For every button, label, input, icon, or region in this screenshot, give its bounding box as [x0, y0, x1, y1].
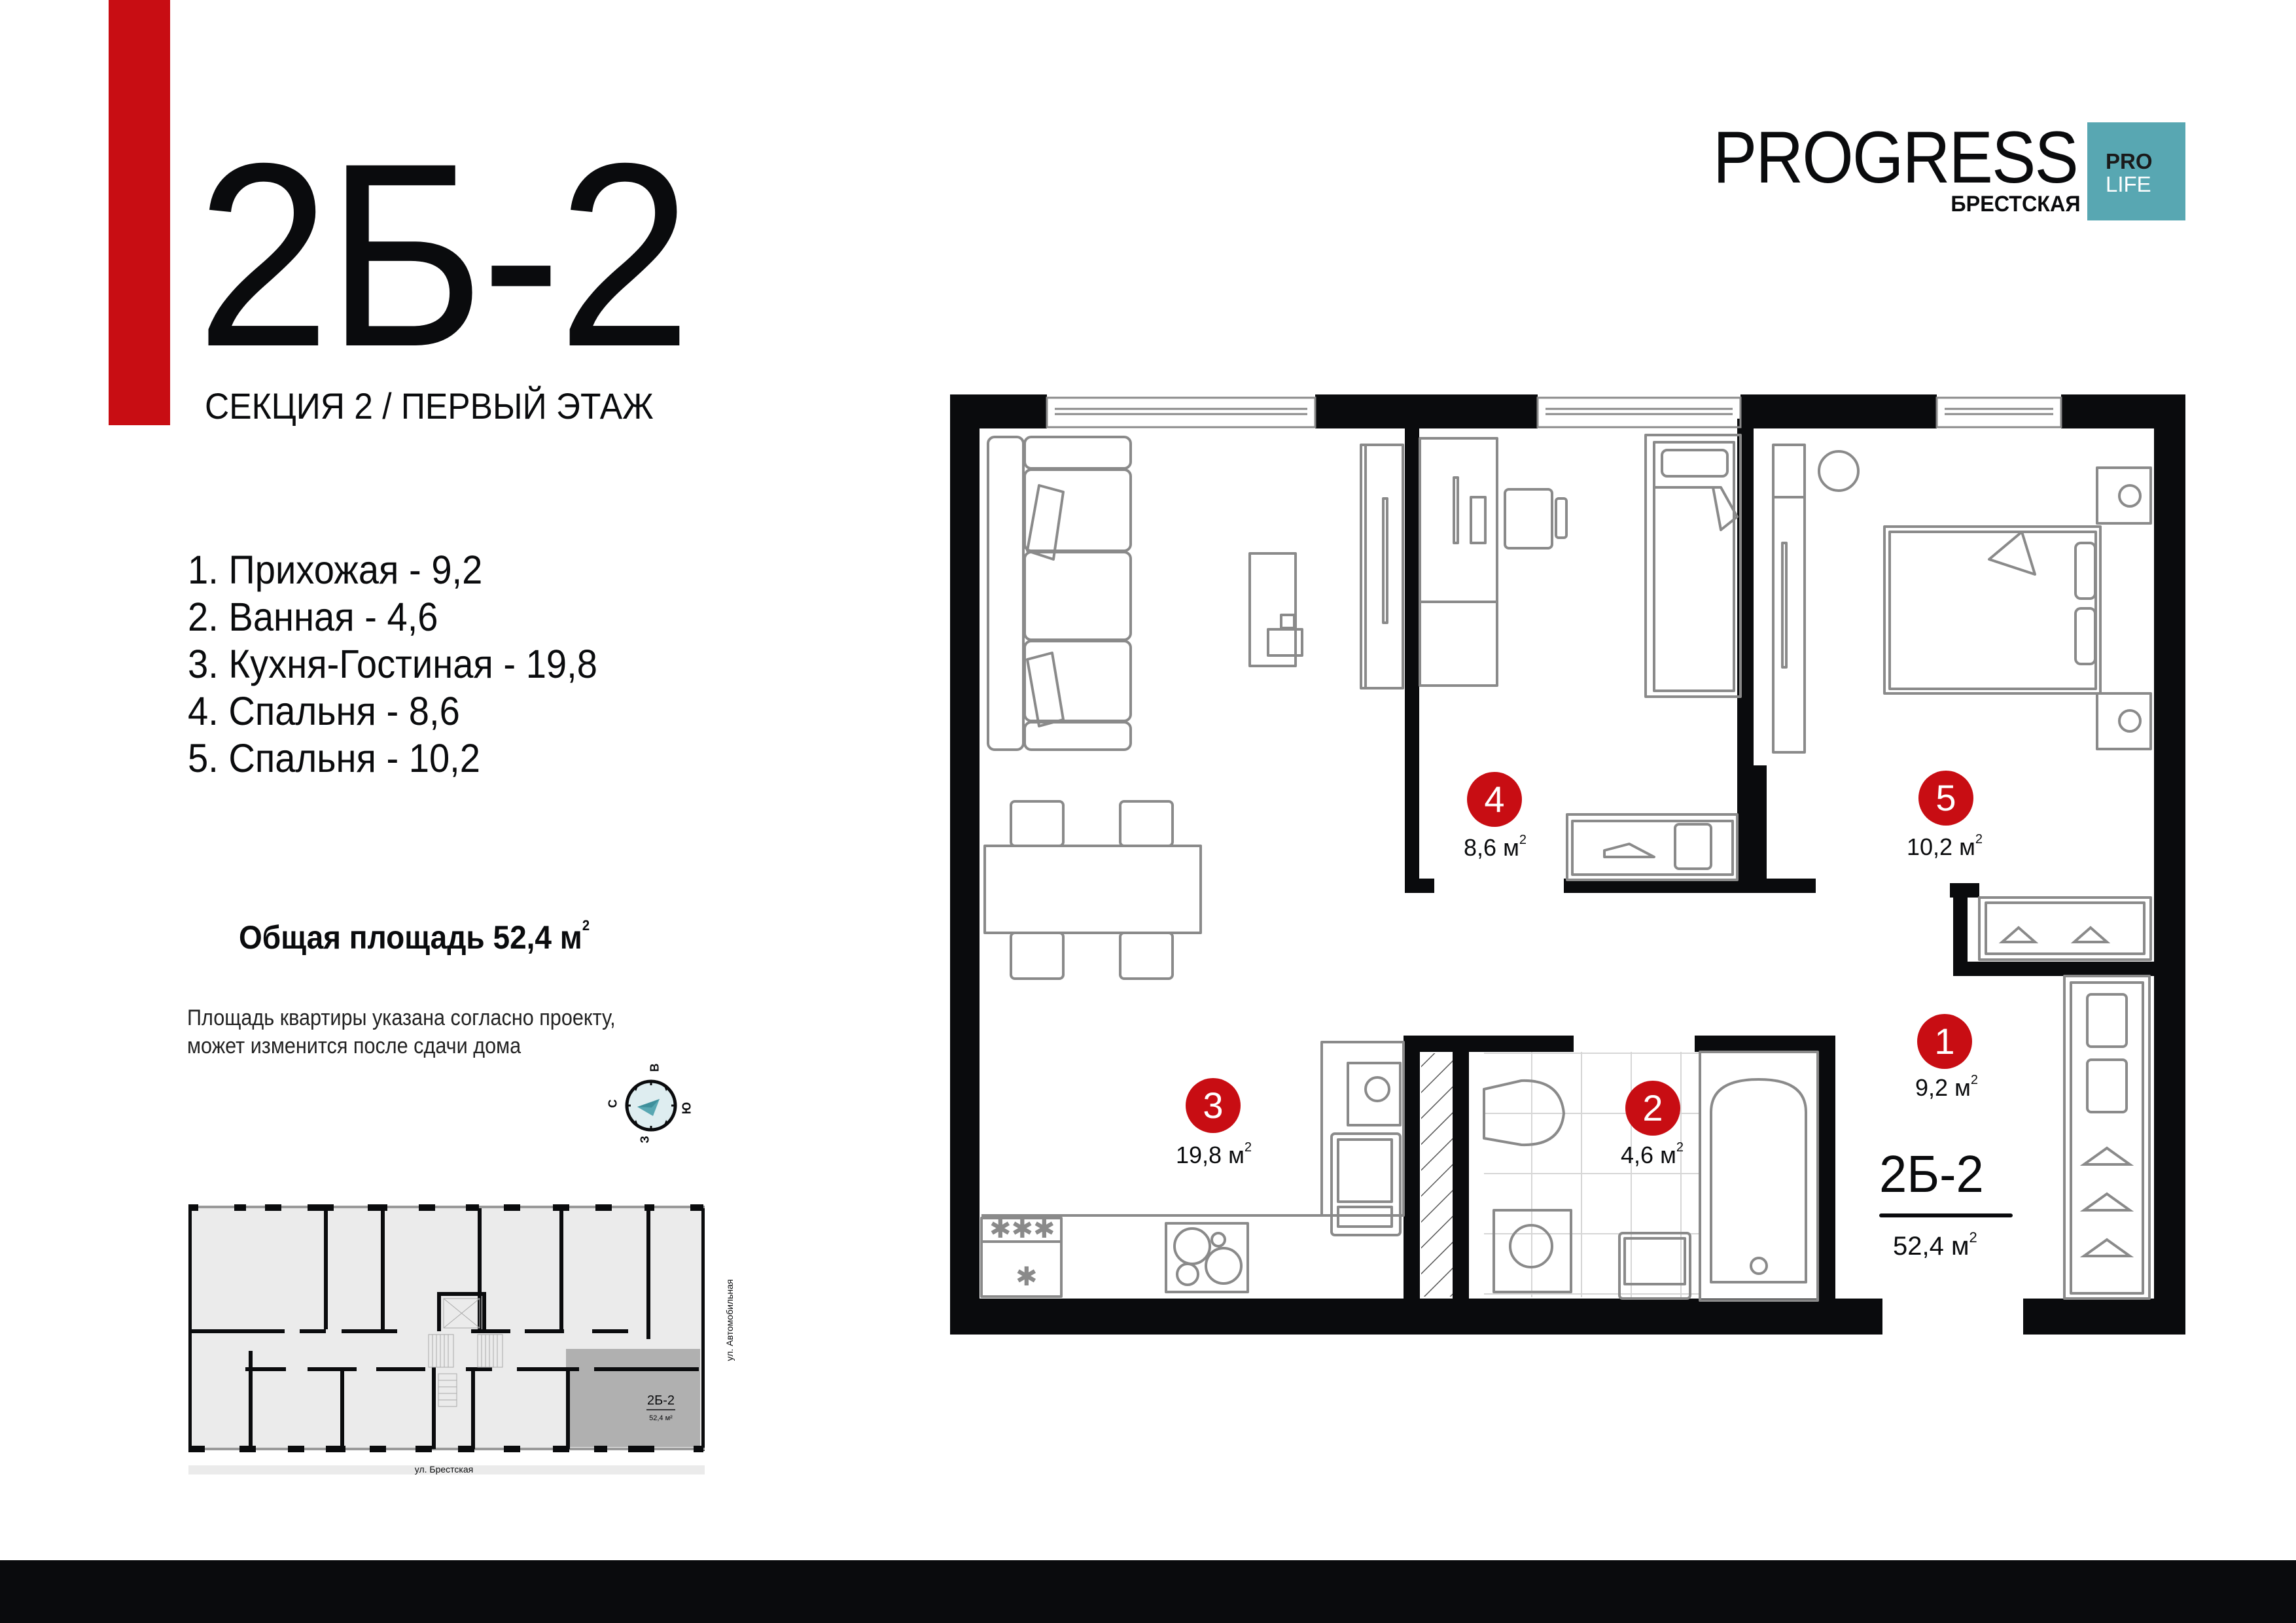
hanger-icon: [2079, 1192, 2134, 1212]
room-area-1: 9,2 м2: [1915, 1073, 1978, 1101]
shirt-icon: [2086, 993, 2128, 1048]
washbasin: [1618, 1232, 1691, 1300]
total-area: Общая площадь 52,4 м2: [239, 918, 590, 956]
round-table: [1818, 450, 1860, 492]
wardrobe-bedroom5: [1772, 444, 1806, 754]
hanger-icon: [1998, 926, 2039, 943]
progress-logo: PROGRESS БРЕСТСКАЯ PRO LIFE: [1708, 121, 2185, 226]
walls: [950, 394, 2185, 1335]
room-list-item: 4. Спальня - 8,6: [188, 689, 460, 733]
plan-unit-label: 2Б-2: [1879, 1145, 1984, 1203]
hanger-icon: [1603, 843, 1655, 858]
footer-band: [0, 1560, 2296, 1623]
building-floor-map: 2Б-2 52,4 м²: [188, 1204, 730, 1475]
cooktop: [1165, 1222, 1249, 1293]
building-mini-map: 2Б-2 52,4 м² ул. Брестская ул. Автомобил…: [183, 1200, 735, 1488]
disclaimer-line: может изменится после сдачи дома: [187, 1034, 521, 1058]
logo-wordmark: PROGRESS: [1713, 116, 2079, 198]
mini-map-unit-area: 52,4 м²: [649, 1414, 673, 1422]
area-unit-power: 2: [582, 917, 590, 934]
plan-unit-area: 52,4 м2: [1893, 1229, 1977, 1261]
red-accent-bar: [109, 0, 170, 425]
wardrobe-hall-top: [1978, 896, 2152, 961]
coffee-table: [1248, 552, 1297, 667]
floor-subtitle: СЕКЦИЯ 2 / ПЕРВЫЙ ЭТАЖ: [205, 385, 654, 427]
plan-unit-divider: [1879, 1213, 2013, 1217]
wardrobe-contents: ✱✱✱ ✱: [989, 926, 2134, 1292]
wardrobe-bedroom4: [1566, 813, 1739, 881]
toilet: [1483, 1079, 1565, 1147]
room-badge-1: 1: [1917, 1014, 1972, 1069]
room-badge-5: 5: [1918, 771, 1973, 826]
room-list-item: 1. Прихожая - 9,2: [188, 548, 483, 592]
street-label-brestskaya: ул. Брестская: [414, 1464, 474, 1475]
ventilation-shaft: [1421, 1053, 1453, 1297]
room-badge-3: 3: [1186, 1078, 1241, 1133]
svg-text:✱✱✱: ✱✱✱: [989, 1214, 1055, 1244]
bathtub: [1699, 1051, 1819, 1302]
compass: В С Ю З: [607, 1064, 694, 1143]
disclaimer: Площадь квартиры указана согласно проект…: [187, 1004, 616, 1060]
room-list: 1. Прихожая - 9,2 2. Ванная - 4,6 3. Кух…: [188, 546, 597, 782]
room-area-5: 10,2 м2: [1907, 832, 1983, 860]
fridge: [980, 1217, 1063, 1298]
dining-table: [983, 845, 1202, 934]
room-badge-4: 4: [1467, 772, 1522, 827]
single-bed: [1644, 434, 1742, 698]
logo-subtitle: БРЕСТСКАЯ: [1951, 192, 2081, 217]
logo-badge: PRO LIFE: [2087, 122, 2185, 220]
desk-chair: [1504, 488, 1553, 550]
room-list-item: 3. Кухня-Гостиная - 19,8: [188, 642, 597, 686]
washing-machine: [1492, 1209, 1572, 1293]
room-area-2: 4,6 м2: [1621, 1140, 1684, 1168]
hanger-icon: [2079, 1238, 2134, 1257]
tv-unit: [1360, 444, 1404, 689]
room-list-item: 5. Спальня - 10,2: [188, 736, 480, 780]
kitchen-sink: [1330, 1132, 1402, 1236]
nightstand: [2096, 692, 2152, 750]
hanger-icon: [2070, 926, 2111, 943]
hanger-icon: [2079, 1146, 2134, 1166]
windows: [1046, 396, 2062, 428]
room-area-3: 19,8 м2: [1176, 1140, 1252, 1168]
room-list-item: 2. Ванная - 4,6: [188, 595, 438, 639]
nightstand: [2096, 466, 2152, 525]
bookshelf: [1419, 601, 1498, 687]
furniture: [980, 434, 2152, 1302]
wardrobe-hall: [2063, 975, 2151, 1300]
room-badge-2: 2: [1625, 1081, 1680, 1136]
logo-badge-pro: PRO: [2106, 149, 2153, 173]
room-area-4: 8,6 м2: [1464, 833, 1527, 861]
total-area-label: Общая площадь 52,4 м: [239, 919, 582, 956]
svg-text:✱: ✱: [1016, 1262, 1038, 1292]
shirt-icon: [1674, 823, 1712, 870]
compass-icon: [625, 1079, 677, 1132]
shirt-icon: [2086, 1058, 2128, 1113]
sofa: [987, 436, 1025, 751]
mini-map-unit-label: 2Б-2: [647, 1393, 675, 1408]
logo-badge-life: LIFE: [2106, 172, 2151, 196]
unit-title: 2Б-2: [196, 109, 692, 401]
disclaimer-line: Площадь квартиры указана согласно проект…: [187, 1005, 616, 1030]
double-bed: [1883, 525, 2102, 695]
